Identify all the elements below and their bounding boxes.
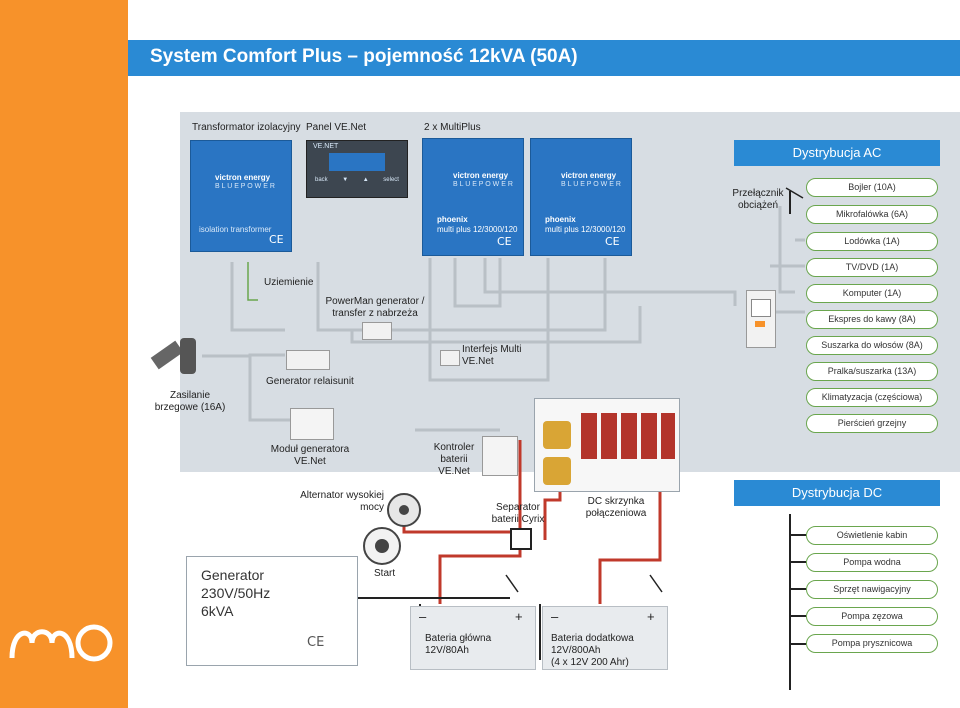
- label-modul: Moduł generatora VE.Net: [270, 444, 350, 467]
- fuse-5: [661, 413, 675, 459]
- multiplus-1-model-line: multi plus 12/3000/120: [437, 225, 518, 234]
- dc-item-pompa-zezowa: Pompa zęzowa: [806, 607, 938, 626]
- generator-line-2: 230V/50Hz: [201, 585, 271, 601]
- battery-aux-minus: –: [551, 609, 559, 624]
- label-powerman: PowerMan generator / transfer z nabrzeża: [325, 296, 425, 319]
- busbar-terminal-1: [543, 421, 571, 449]
- multiplus-2-brand: victron energy: [561, 171, 617, 180]
- ac-item-mikrofalowka: Mikrofalówka (6A): [806, 205, 938, 224]
- ac-item-ekspres: Ekspres do kawy (8A): [806, 310, 938, 329]
- dc-item-oswietlenie: Oświetlenie kabin: [806, 526, 938, 545]
- label-przelacznik: Przełącznik obciążeń: [732, 188, 784, 211]
- multiplus-1-brand-sub: B L U E P O W E R: [453, 181, 513, 188]
- orange-side-bar: [0, 0, 128, 708]
- label-kontroler: Kontroler baterii VE.Net: [433, 442, 475, 477]
- generator-box: Generator 230V/50Hz 6kVA CE: [186, 556, 358, 666]
- ac-item-komputer: Komputer (1A): [806, 284, 938, 303]
- dc-item-pompa-wodna: Pompa wodna: [806, 553, 938, 572]
- panel-screen: [329, 153, 385, 171]
- shore-power-plug-icon: [150, 338, 196, 374]
- multiplus-unit-2: victron energy B L U E P O W E R phoenix…: [530, 138, 632, 256]
- fuse-1: [581, 413, 597, 459]
- dc-junction-box: [534, 398, 680, 492]
- battery-main: – + Bateria główna 12V/80Ah: [410, 606, 536, 670]
- ac-distribution-header: Dystrybucja AC: [734, 140, 940, 166]
- powerman-relay: [362, 322, 392, 340]
- multiplus-1-ce-mark: CE: [497, 235, 512, 248]
- label-alternator: Alternator wysokiej mocy: [300, 490, 384, 513]
- breaker-switch: [751, 299, 771, 317]
- fuse-3: [621, 413, 637, 459]
- panel-button-down[interactable]: ▼: [342, 177, 349, 183]
- starter-motor-icon: [363, 527, 401, 565]
- battery-main-name: Bateria główna: [425, 633, 492, 644]
- ac-item-suszarka: Suszarka do włosów (8A): [806, 336, 938, 355]
- panel-button-up[interactable]: ▲: [362, 177, 369, 183]
- battery-main-minus: –: [419, 609, 427, 624]
- label-transformer: Transformator izolacyjny: [192, 122, 301, 133]
- battery-aux-config: (4 x 12V 200 Ahr): [551, 657, 629, 668]
- dc-distribution-header: Dystrybucja DC: [734, 480, 940, 506]
- multiplus-2-ce-mark: CE: [605, 235, 620, 248]
- battery-main-spec: 12V/80Ah: [425, 645, 469, 656]
- multiplus-1-model-name: phoenix: [437, 215, 468, 224]
- ac-item-tv-dvd: TV/DVD (1A): [806, 258, 938, 277]
- battery-controller: [482, 436, 518, 476]
- battery-aux-name: Bateria dodatkowa: [551, 633, 634, 644]
- panel-buttons: back ▼ ▲ select: [315, 177, 399, 183]
- ac-item-bojler: Bojler (10A): [806, 178, 938, 197]
- ac-item-lodowka: Lodówka (1A): [806, 232, 938, 251]
- generator-module: [290, 408, 334, 440]
- fuse-2: [601, 413, 617, 459]
- alternator-icon: [387, 493, 421, 527]
- battery-aux: – + Bateria dodatkowa 12V/800Ah (4 x 12V…: [542, 606, 668, 670]
- busbar-terminal-2: [543, 457, 571, 485]
- title-bar: [128, 40, 960, 76]
- isolation-transformer: victron energy B L U E P O W E R isolati…: [190, 140, 292, 252]
- label-uziemienie: Uziemienie: [264, 277, 314, 288]
- multiplus-unit-1: victron energy B L U E P O W E R phoenix…: [422, 138, 524, 256]
- label-interfejs: Interfejs Multi VE.Net: [462, 344, 522, 367]
- circuit-breaker: [746, 290, 776, 348]
- dc-item-sprzet-nawigacyjny: Sprzęt nawigacyjny: [806, 580, 938, 599]
- label-multiplus: 2 x MultiPlus: [424, 122, 481, 133]
- transformer-ce-mark: CE: [269, 233, 284, 246]
- label-zasilanie: Zasilanie brzegowe (16A): [154, 390, 226, 413]
- transformer-brand-sub: B L U E P O W E R: [215, 183, 275, 190]
- multiplus-2-brand-sub: B L U E P O W E R: [561, 181, 621, 188]
- generator-relay: [286, 350, 330, 370]
- transformer-caption: isolation transformer: [199, 225, 272, 234]
- battery-main-plus: +: [515, 609, 523, 624]
- fuse-4: [641, 413, 657, 459]
- panel-header: VE.NET: [313, 143, 339, 150]
- panel-button-select[interactable]: select: [383, 177, 399, 183]
- label-separator: Separator baterii Cyrix: [491, 502, 545, 525]
- label-start: Start: [374, 568, 396, 579]
- page-title: System Comfort Plus – pojemność 12kVA (5…: [150, 46, 578, 67]
- ac-item-pralka: Pralka/suszarka (13A): [806, 362, 938, 381]
- ac-item-pierscien: Pierścień grzejny: [806, 414, 938, 433]
- transformer-brand: victron energy: [215, 173, 271, 182]
- battery-aux-spec: 12V/800Ah: [551, 645, 601, 656]
- generator-ce-mark: CE: [307, 635, 325, 650]
- ac-item-klimatyzacja: Klimatyzacja (częściowa): [806, 388, 938, 407]
- battery-aux-plus: +: [647, 609, 655, 624]
- panel-button-back[interactable]: back: [315, 177, 328, 183]
- generator-line-3: 6kVA: [201, 603, 234, 619]
- generator-line-1: Generator: [201, 567, 265, 583]
- multiplus-2-model-line: multi plus 12/3000/120: [545, 225, 626, 234]
- multiplus-2-model-name: phoenix: [545, 215, 576, 224]
- ve-net-panel: VE.NET back ▼ ▲ select: [306, 140, 408, 198]
- victron-logo: [9, 624, 113, 662]
- multiplus-1-brand: victron energy: [453, 171, 509, 180]
- label-generator-relay: Generator relaisunit: [266, 376, 354, 387]
- interfejs-box: [440, 350, 460, 366]
- breaker-indicator: [755, 321, 765, 327]
- cyrix-separator: [510, 528, 532, 550]
- dc-item-pompa-prysznicowa: Pompa prysznicowa: [806, 634, 938, 653]
- label-panel: Panel VE.Net: [306, 122, 367, 133]
- label-dc-box: DC skrzynka połączeniowa: [585, 496, 647, 519]
